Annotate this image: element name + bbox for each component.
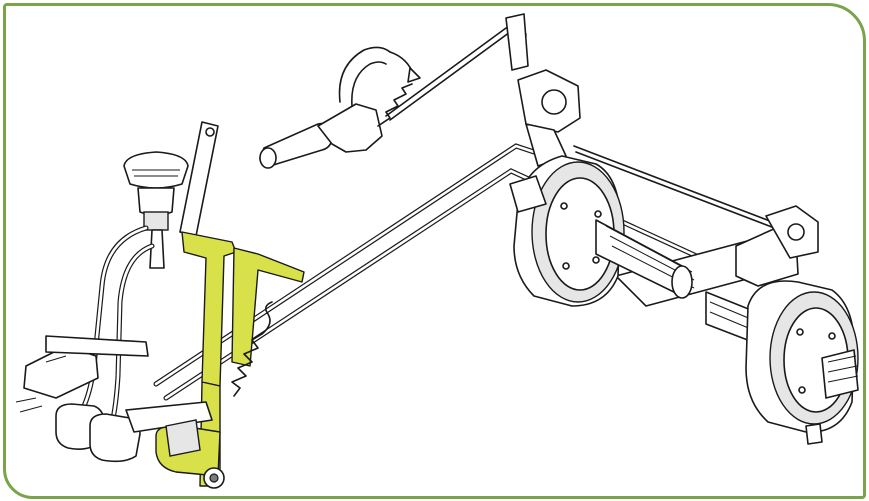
return-spring (231, 301, 273, 397)
parking-brake-lever[interactable] (259, 46, 421, 169)
brake-drum-right (745, 280, 859, 445)
splined-axle-shaft (595, 219, 759, 345)
reservoir-hose (75, 225, 155, 435)
reservoir-cap (123, 151, 189, 269)
axle-housing (505, 13, 819, 307)
brake-system-diagram (15, 13, 859, 489)
master-cylinder (15, 335, 213, 463)
brake-drum-left (509, 155, 625, 307)
diagram-frame (3, 3, 866, 499)
linkage-arm (179, 121, 219, 237)
pedal-pivot (203, 467, 225, 489)
